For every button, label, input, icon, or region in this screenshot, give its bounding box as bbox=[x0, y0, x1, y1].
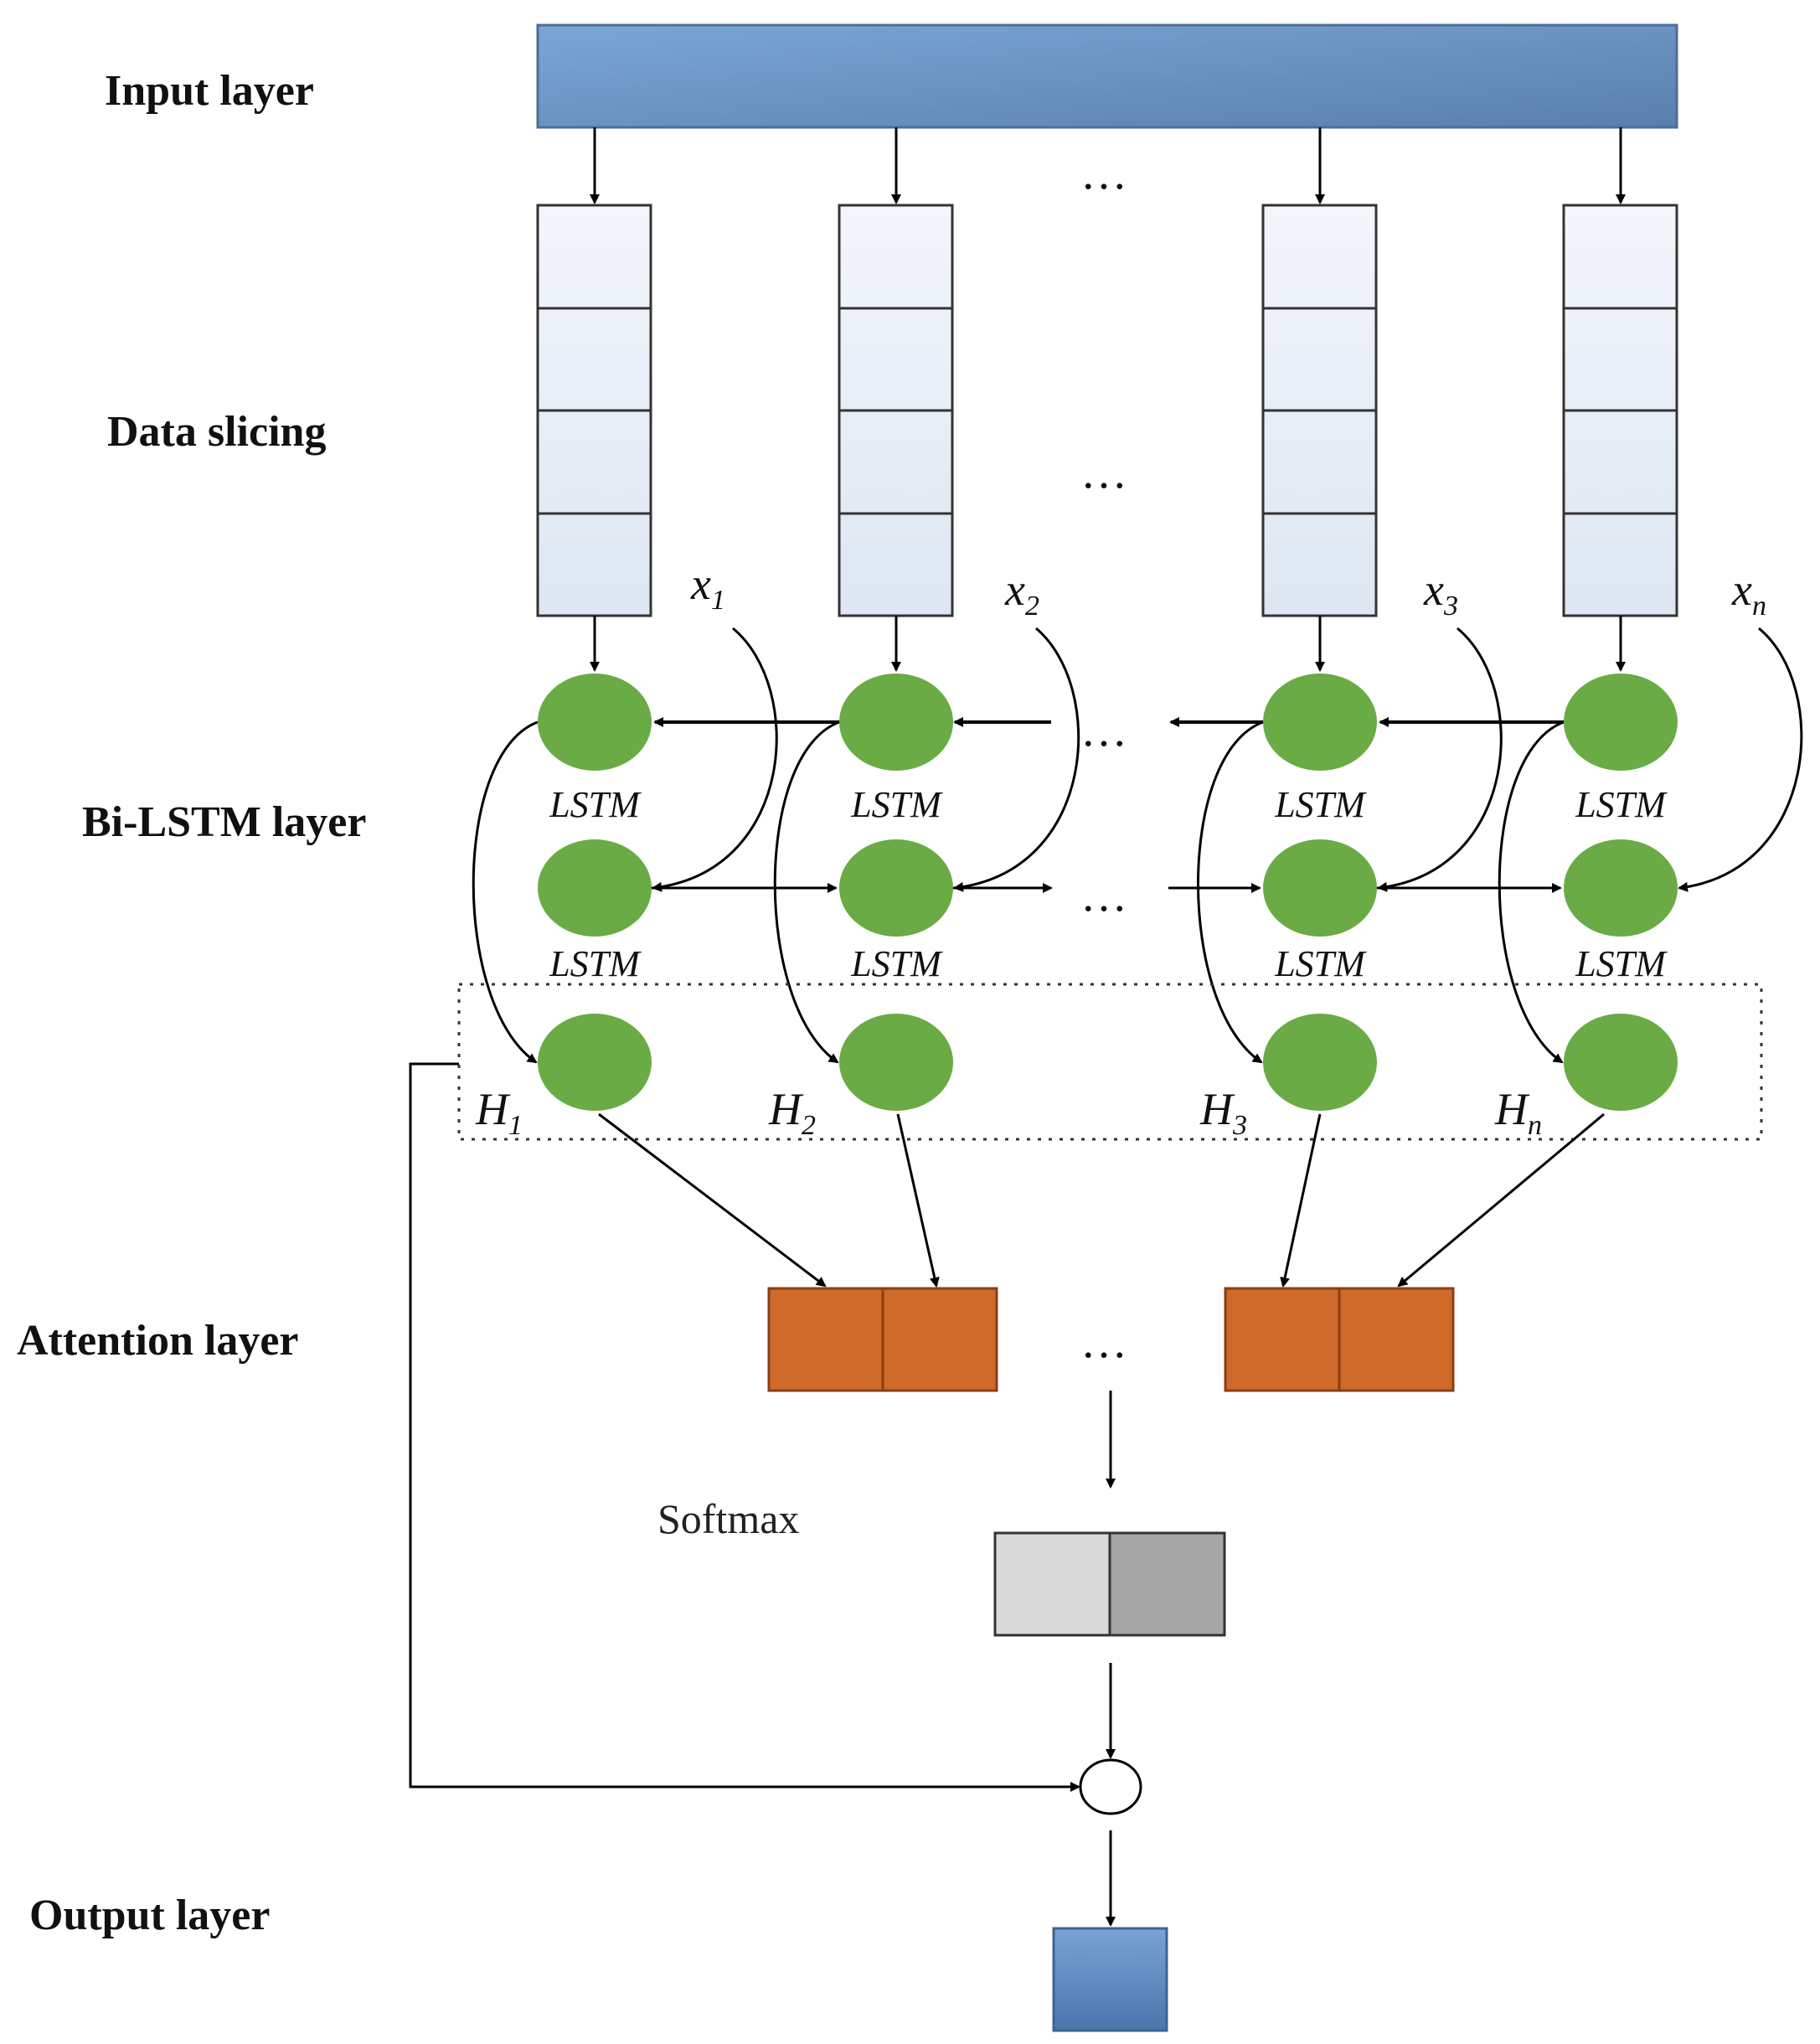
data-slicing-label: Data slicing bbox=[107, 408, 326, 456]
input-var-label-4: xn bbox=[1731, 565, 1766, 622]
lstm-forward-node-2 bbox=[839, 839, 953, 937]
attention-arrow-2 bbox=[896, 1113, 940, 1288]
output-block bbox=[1052, 1927, 1168, 2032]
hidden-node-2 bbox=[839, 1014, 953, 1111]
attention-arrow-1 bbox=[598, 1112, 827, 1288]
lstm-backward-node-3 bbox=[1263, 674, 1377, 771]
lstm-backward-label-3: LSTM bbox=[1274, 784, 1367, 825]
lstm-backward-node-1 bbox=[538, 674, 652, 771]
lstm-backward-label-2: LSTM bbox=[850, 784, 943, 825]
hidden-node-1 bbox=[538, 1014, 652, 1111]
hidden-var-label-1: H1 bbox=[475, 1084, 523, 1141]
slice-column-2 bbox=[838, 204, 954, 617]
lstm-backward-node-4 bbox=[1564, 674, 1678, 771]
attention-block-left bbox=[767, 1287, 998, 1392]
slice-column-4 bbox=[1562, 204, 1678, 617]
lstm-forward-label-3: LSTM bbox=[1274, 943, 1367, 984]
ellipsis-backward: … bbox=[1080, 705, 1127, 756]
hidden-curve-1 bbox=[472, 720, 539, 1064]
hidden-curve-2 bbox=[773, 720, 840, 1064]
lstm-forward-label-4: LSTM bbox=[1575, 943, 1668, 984]
lstm-forward-node-1 bbox=[538, 839, 652, 937]
slice-column-3 bbox=[1261, 204, 1378, 617]
softmax-block bbox=[993, 1531, 1226, 1637]
hidden-var-label-4: Hn bbox=[1494, 1084, 1542, 1141]
input-curve-1 bbox=[652, 627, 778, 892]
output-layer-label: Output layer bbox=[29, 1892, 270, 1939]
ellipsis-attention: … bbox=[1080, 1316, 1127, 1368]
hidden-curve-4 bbox=[1498, 720, 1565, 1064]
input-curve-3 bbox=[1377, 627, 1503, 892]
lstm-forward-label-1: LSTM bbox=[549, 943, 642, 984]
lstm-forward-node-3 bbox=[1263, 839, 1377, 937]
input-var-label-3: x3 bbox=[1423, 565, 1458, 622]
ellipsis-slicing: … bbox=[1080, 446, 1127, 498]
hidden-curve-3 bbox=[1197, 720, 1264, 1064]
ellipsis-input: … bbox=[1080, 147, 1127, 199]
input-layer-label: Input layer bbox=[105, 67, 314, 115]
combine-node bbox=[1079, 1758, 1142, 1815]
input-layer-bar bbox=[536, 23, 1678, 129]
lstm-backward-node-2 bbox=[839, 674, 953, 771]
ellipsis-forward: … bbox=[1080, 870, 1127, 921]
hidden-var-label-3: H3 bbox=[1199, 1084, 1247, 1141]
hidden-node-4 bbox=[1564, 1014, 1678, 1111]
attention-arrow-3 bbox=[1280, 1113, 1322, 1288]
attention-arrow-4 bbox=[1397, 1112, 1605, 1288]
slice-column-1 bbox=[536, 204, 652, 617]
attention-block-right bbox=[1224, 1287, 1455, 1392]
hidden-var-label-2: H2 bbox=[768, 1084, 816, 1141]
input-var-label-1: x1 bbox=[690, 559, 725, 616]
lstm-forward-label-2: LSTM bbox=[850, 943, 943, 984]
lstm-backward-label-4: LSTM bbox=[1575, 784, 1668, 825]
input-curve-2 bbox=[953, 627, 1080, 892]
attention-layer-label: Attention layer bbox=[17, 1317, 298, 1365]
hidden-node-3 bbox=[1263, 1014, 1377, 1111]
skip-connection bbox=[409, 1062, 1080, 1792]
input-var-label-2: x2 bbox=[1004, 565, 1039, 622]
lstm-backward-label-1: LSTM bbox=[549, 784, 642, 825]
lstm-forward-node-4 bbox=[1564, 839, 1678, 937]
softmax-label: Softmax bbox=[657, 1495, 799, 1542]
bilstm-layer-label: Bi-LSTM layer bbox=[82, 798, 366, 846]
input-curve-4 bbox=[1678, 627, 1803, 892]
